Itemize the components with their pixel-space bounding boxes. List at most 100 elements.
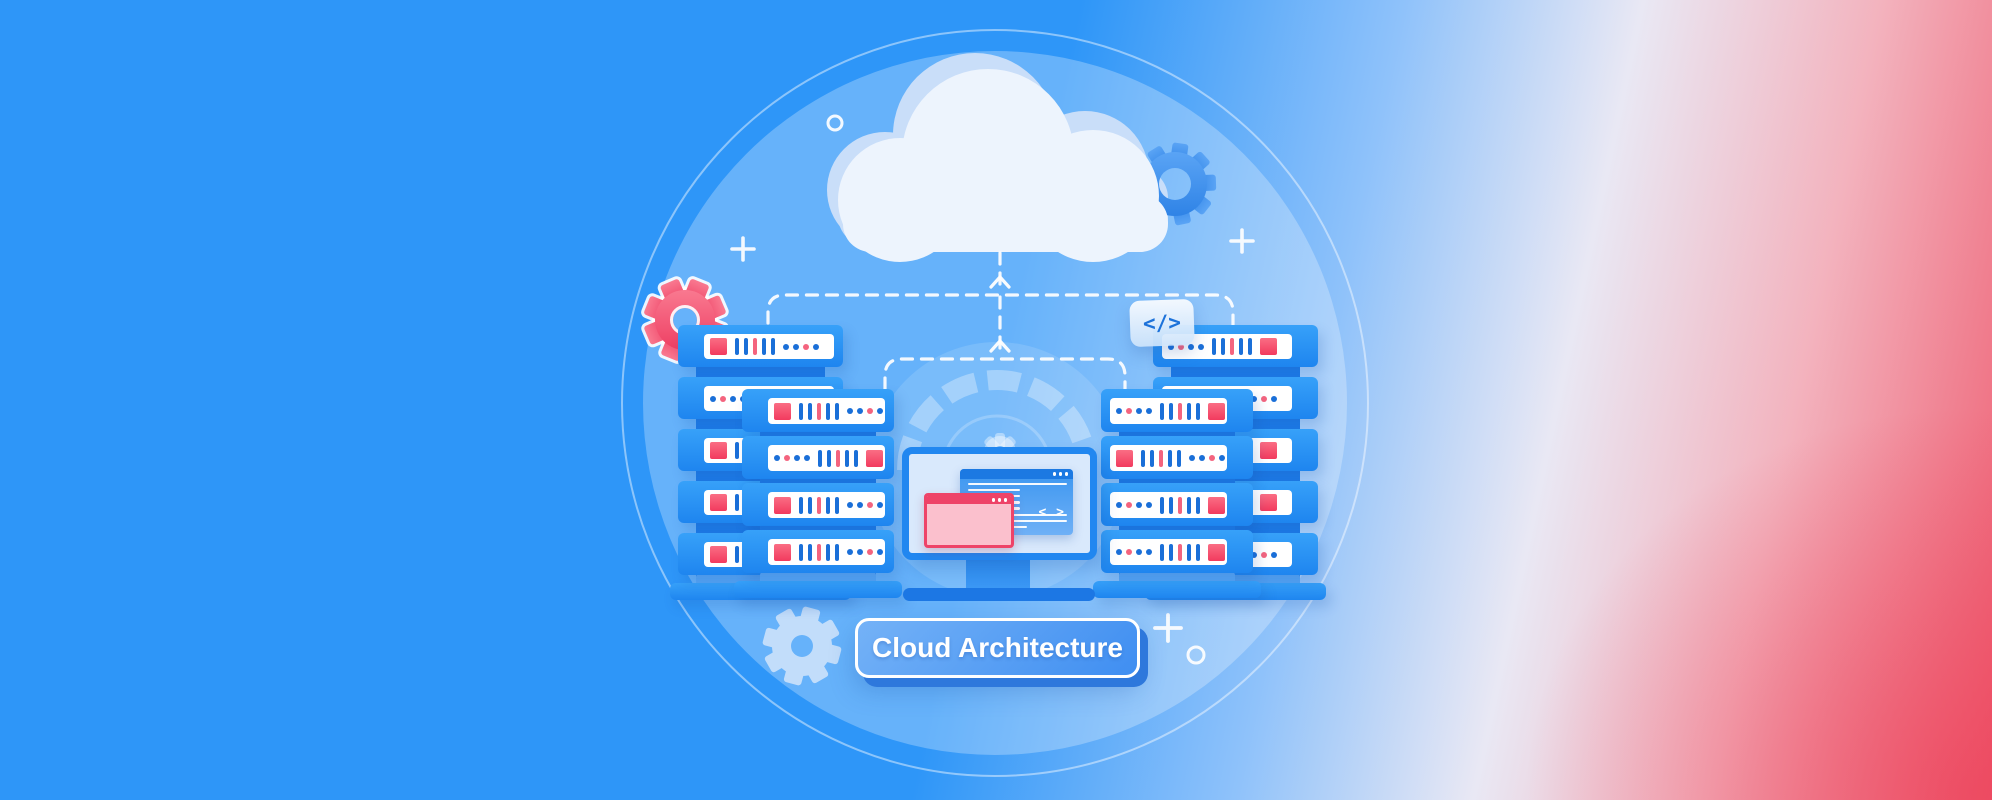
- indicator-bar: [1178, 402, 1182, 420]
- indicator-bars: [799, 543, 839, 561]
- indicator-dot: [877, 549, 883, 555]
- window-text-line: [967, 519, 1068, 522]
- ring-dot-icon: [1186, 645, 1206, 665]
- server-panel: [768, 539, 885, 565]
- ring-dot-icon: [826, 114, 844, 132]
- up-arrow-icon: [989, 339, 1011, 353]
- indicator-dot: [1198, 343, 1204, 350]
- window-titlebar: [927, 496, 1011, 504]
- indicator-dot: [1136, 502, 1142, 508]
- indicator-dot: [1146, 502, 1152, 508]
- server-unit: [742, 436, 894, 479]
- indicator-bar: [808, 496, 812, 514]
- indicator-bar: [1169, 543, 1173, 561]
- indicator-bar: [1169, 402, 1173, 420]
- indicator-bar: [808, 543, 812, 561]
- indicator-bars: [818, 449, 858, 467]
- indicator-bar: [1196, 543, 1200, 561]
- indicator-dot: [847, 549, 853, 555]
- indicator-dots: [847, 549, 883, 555]
- window-dots-icon: [1052, 472, 1068, 476]
- indicator-bar: [1177, 449, 1181, 467]
- indicator-bar: [835, 496, 839, 514]
- indicator-dot: [783, 343, 789, 350]
- indicator-bar: [735, 494, 739, 511]
- indicator-bar: [1196, 496, 1200, 514]
- indicator-dot: [857, 549, 863, 555]
- monitor-base: [903, 588, 1095, 601]
- status-chip-red: [774, 496, 791, 514]
- indicator-dot: [1219, 455, 1225, 461]
- indicator-bar: [845, 449, 849, 467]
- status-chip-red: [1260, 442, 1277, 459]
- window-text-line: [967, 489, 1020, 492]
- monitor-stand: [966, 556, 1030, 592]
- server-unit: [1101, 530, 1253, 573]
- indicator-dot: [867, 502, 873, 508]
- rack-spine: [1171, 364, 1300, 380]
- window-dots-icon: [991, 498, 1007, 502]
- indicator-dot: [1199, 455, 1205, 461]
- server-panel: [768, 445, 885, 471]
- rack-spine: [760, 429, 876, 439]
- indicator-dot: [813, 343, 819, 350]
- flow-arrow-icons: [989, 275, 1011, 353]
- indicator-bar: [735, 546, 739, 563]
- indicator-dot: [803, 343, 809, 350]
- indicator-bar: [753, 338, 757, 355]
- connector-branch-inner: [883, 357, 1127, 391]
- indicator-bar: [799, 402, 803, 420]
- indicator-dot: [1251, 395, 1257, 402]
- indicator-bars: [1160, 402, 1200, 420]
- indicator-bar: [817, 496, 821, 514]
- server-panel: [1110, 398, 1227, 424]
- connector-branch-outer: [766, 293, 1235, 333]
- indicator-dot: [1146, 408, 1152, 414]
- indicator-bar: [1230, 338, 1234, 355]
- indicator-dot: [1126, 549, 1132, 555]
- indicator-bar: [1159, 449, 1163, 467]
- indicator-dot: [1136, 549, 1142, 555]
- rack-spine: [760, 476, 876, 486]
- indicator-dot: [1251, 551, 1257, 558]
- indicator-bar: [1248, 338, 1252, 355]
- indicator-bars: [1212, 338, 1252, 355]
- status-chip-red: [1260, 338, 1277, 355]
- status-chip-red: [1260, 494, 1277, 511]
- server-panel: [1110, 539, 1227, 565]
- indicator-bar: [1187, 543, 1191, 561]
- status-chip-red: [774, 543, 791, 561]
- indicator-dot: [784, 455, 790, 461]
- indicator-bars: [735, 338, 775, 355]
- status-chip-red: [774, 402, 791, 420]
- indicator-bar: [827, 449, 831, 467]
- plus-icon: [1229, 228, 1255, 254]
- indicator-bar: [1239, 338, 1243, 355]
- indicator-bar: [799, 496, 803, 514]
- indicator-bars: [799, 496, 839, 514]
- connector-dashed-lines: [766, 251, 1235, 391]
- indicator-dot: [1271, 551, 1277, 558]
- up-arrow-icon: [989, 275, 1011, 289]
- backdrop-ring: [621, 29, 1369, 777]
- indicator-bar: [762, 338, 766, 355]
- indicator-bars: [1160, 496, 1200, 514]
- server-unit: [678, 325, 843, 367]
- plus-icon: [1153, 613, 1183, 643]
- indicator-dots: [1116, 502, 1152, 508]
- window-text-line: [967, 483, 1068, 486]
- indicator-bar: [1150, 449, 1154, 467]
- indicator-dot: [1136, 408, 1142, 414]
- indicator-bar: [1160, 543, 1164, 561]
- plus-icon: [730, 236, 756, 262]
- rack-spine: [1119, 476, 1235, 486]
- indicator-dot: [710, 395, 716, 402]
- indicator-dots: [1116, 549, 1152, 555]
- server-panel: [768, 492, 885, 518]
- rack-base: [734, 581, 902, 598]
- indicator-dot: [867, 408, 873, 414]
- rack-spine: [760, 523, 876, 533]
